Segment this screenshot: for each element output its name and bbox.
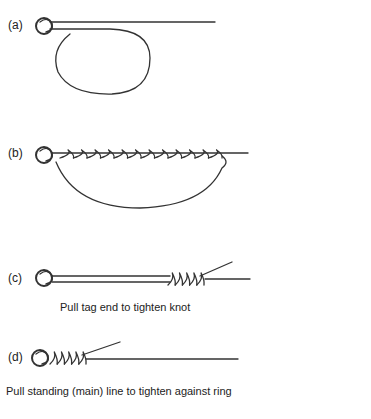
- line-wrap: [168, 273, 175, 285]
- instruction-text: Pull standing (main) line to tighten aga…: [6, 384, 232, 398]
- line-wrap: [155, 150, 169, 158]
- line-wrap: [175, 273, 182, 285]
- step-b-figure: [36, 147, 248, 208]
- line-wrap: [57, 352, 64, 364]
- step-a-figure: [36, 18, 215, 94]
- line-wrap: [74, 150, 88, 158]
- line-wrap: [182, 273, 189, 285]
- line-wrap: [72, 352, 79, 364]
- line-wrap: [101, 150, 115, 158]
- line-wrap: [182, 150, 196, 158]
- step-label: (d): [8, 350, 23, 364]
- line-wrap: [50, 352, 57, 364]
- line-wrap: [141, 150, 155, 158]
- step-d-figure: [32, 342, 238, 366]
- line-wrap: [190, 273, 197, 285]
- line-wrap: [209, 150, 223, 158]
- step-c-figure: [36, 262, 250, 286]
- instruction-text: Pull tag end to tighten knot: [60, 300, 190, 314]
- line-wrap: [168, 150, 182, 158]
- line-wrap: [195, 150, 209, 158]
- step-label: (a): [8, 18, 23, 32]
- line-wrap: [87, 150, 101, 158]
- line-wrap: [114, 150, 128, 158]
- step-label: (b): [8, 146, 23, 160]
- line-wrap: [64, 352, 71, 364]
- line-wrap: [128, 150, 142, 158]
- step-label: (c): [8, 271, 22, 285]
- line-wrap: [60, 150, 74, 158]
